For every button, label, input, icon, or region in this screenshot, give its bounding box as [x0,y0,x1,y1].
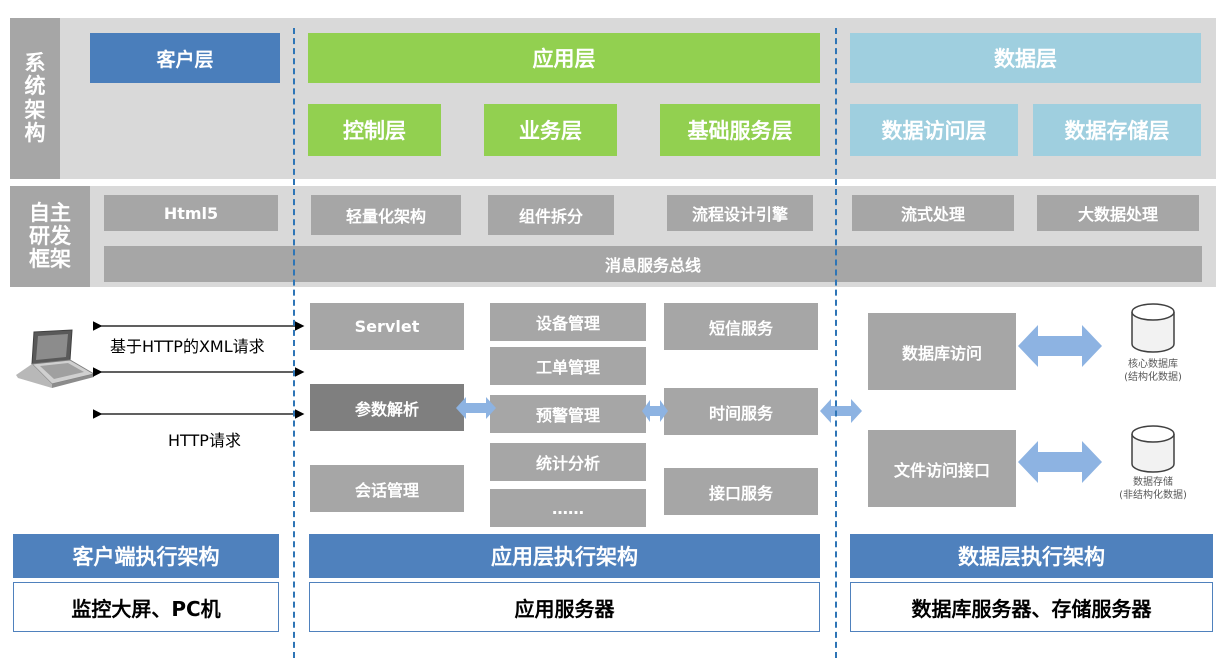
lightweight-box: 轻量化架构 [311,195,461,235]
double-arrow-icon [820,399,862,423]
app-exec-label: 应用层执行架构 [491,545,638,569]
session-mgmt-label: 会话管理 [354,480,419,500]
data-exec-arch: 数据层执行架构 [850,534,1213,578]
html5-label: Html5 [163,203,219,223]
storage-caption-line1: 数据存储 [1133,477,1173,488]
double-arrow-icon [642,400,668,422]
data-server-label: 数据库服务器、存储服务器 [911,596,1152,621]
work-order-label: 工单管理 [535,358,600,377]
file-access-box: 文件访问接口 [868,430,1016,507]
bigdata-processing-label: 大数据处理 [1077,205,1158,224]
side-label-system-architecture: 系统架构 [10,18,60,179]
app-server-box: 应用服务器 [309,582,820,632]
sms-service-box: 短信服务 [664,303,818,350]
double-arrow-icon [1018,441,1102,483]
http-request-label: HTTP请求 [168,431,241,450]
file-access-label: 文件访问接口 [893,460,990,480]
business-layer-label: 业务层 [519,119,582,143]
interface-service-box: 接口服务 [664,468,818,515]
work-order-box: 工单管理 [490,347,646,385]
control-layer-label: 控制层 [343,119,406,143]
laptop-icon [14,326,96,396]
double-arrow-icon [1018,325,1102,367]
side-label-text: 系统架构 [24,51,46,145]
data-exec-label: 数据层执行架构 [958,545,1105,569]
ellipsis-box: …… [490,489,646,527]
side-label-framework: 自主研发框架 [10,186,90,287]
basic-service-layer: 基础服务层 [660,104,820,156]
storage-caption: 数据存储 (非结构化数据) [1100,476,1206,502]
application-layer-label: 应用层 [532,47,596,71]
client-layer-label: 客户层 [156,48,214,71]
data-access-layer-label: 数据访问层 [881,119,987,143]
servlet-box: Servlet [310,303,464,350]
stat-analysis-box: 统计分析 [490,443,646,481]
lightweight-label: 轻量化架构 [345,207,426,226]
client-exec-arch: 客户端执行架构 [13,534,279,578]
param-parse-label: 参数解析 [354,399,419,419]
application-layer: 应用层 [308,33,820,83]
business-layer: 业务层 [484,104,617,156]
time-service-box: 时间服务 [664,388,818,435]
db-access-box: 数据库访问 [868,313,1016,390]
device-mgmt-label: 设备管理 [535,314,600,333]
ellipsis-label: …… [552,498,584,518]
param-parse-box: 参数解析 [310,384,464,431]
component-split-label: 组件拆分 [518,207,583,226]
app-server-label: 应用服务器 [514,596,615,621]
client-layer: 客户层 [90,33,280,83]
app-exec-arch: 应用层执行架构 [309,534,820,578]
data-layer-label: 数据层 [994,47,1057,71]
sms-service-label: 短信服务 [708,318,773,338]
device-mgmt-box: 设备管理 [490,303,646,341]
core-db-caption: 核心数据库 (结构化数据) [1100,358,1206,384]
bigdata-processing-box: 大数据处理 [1037,195,1199,231]
data-server-box: 数据库服务器、存储服务器 [850,582,1213,632]
stream-processing-box: 流式处理 [852,195,1014,231]
client-server-label: 监控大屏、PC机 [71,596,221,621]
divider-line [835,28,837,658]
time-service-label: 时间服务 [708,403,773,423]
component-split-box: 组件拆分 [488,195,614,235]
warning-box: 预警管理 [490,395,646,433]
core-db-caption-line1: 核心数据库 [1128,359,1178,370]
client-server-box: 监控大屏、PC机 [13,582,279,632]
database-icon [1130,424,1176,474]
double-arrow-icon [456,397,496,419]
client-arrows [90,318,312,423]
basic-service-layer-label: 基础服务层 [687,119,793,143]
side-label-text: 自主研发框架 [29,200,71,272]
db-access-label: 数据库访问 [901,343,982,363]
session-mgmt-box: 会话管理 [310,465,464,512]
message-bus-box: 消息服务总线 [104,246,1202,282]
stream-processing-label: 流式处理 [900,205,965,224]
workflow-engine-box: 流程设计引擎 [667,195,813,231]
servlet-label: Servlet [354,317,420,336]
html5-box: Html5 [104,195,278,231]
workflow-engine-label: 流程设计引擎 [691,205,788,224]
database-icon [1130,302,1176,354]
interface-service-label: 接口服务 [708,483,773,503]
storage-caption-line2: (非结构化数据) [1119,490,1187,501]
client-exec-label: 客户端执行架构 [72,545,220,569]
message-bus-label: 消息服务总线 [604,256,701,275]
data-storage-layer: 数据存储层 [1033,104,1201,156]
warning-label: 预警管理 [535,406,600,425]
xml-request-label: 基于HTTP的XML请求 [110,337,265,356]
data-access-layer: 数据访问层 [850,104,1018,156]
data-storage-layer-label: 数据存储层 [1064,119,1170,143]
divider-line [293,28,295,658]
core-db-caption-line2: (结构化数据) [1124,372,1182,383]
data-layer: 数据层 [850,33,1201,83]
stat-analysis-label: 统计分析 [535,454,600,473]
control-layer: 控制层 [308,104,441,156]
